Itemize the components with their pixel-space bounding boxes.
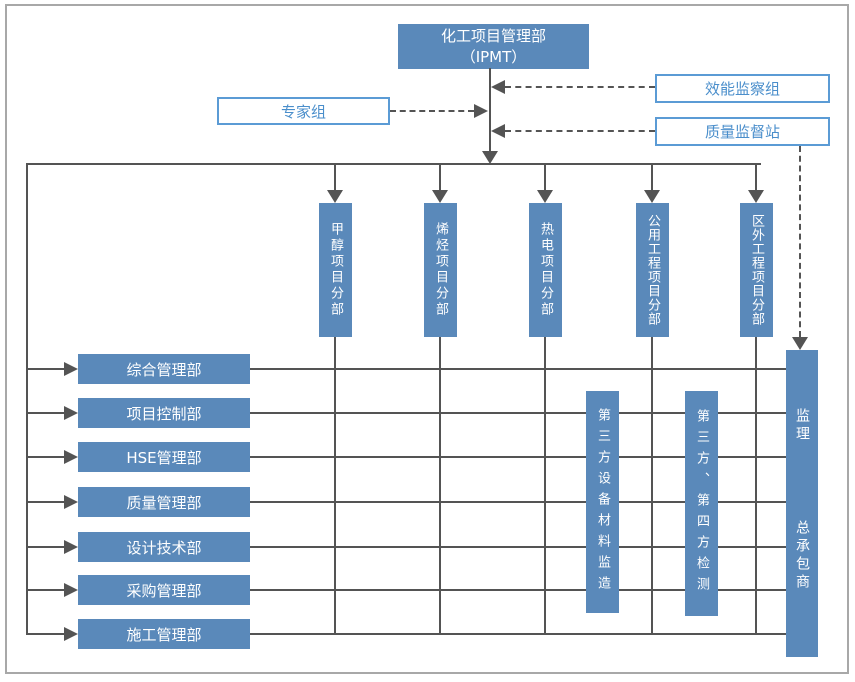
connector-left-spine — [26, 163, 28, 635]
quality-supervision-station-label: 质量监督站 — [704, 123, 780, 141]
dept-label: 综合管理部 — [126, 360, 202, 379]
node-expert-group: 专家组 — [217, 97, 390, 125]
connector-row-branch — [27, 368, 67, 370]
division-utilities-label: 公用工程项目分部 — [645, 214, 660, 326]
arrowhead-right-icon — [64, 583, 78, 597]
dept-label: 采购管理部 — [126, 581, 202, 600]
node-division-thermal-power: 热电项目分部 — [529, 203, 562, 337]
expert-group-label: 专家组 — [280, 102, 326, 121]
connector-row-branch — [27, 546, 67, 548]
node-dept-design-tech: 设计技术部 — [78, 532, 250, 562]
arrowhead-down-icon — [432, 190, 448, 203]
node-division-outside-area: 区外工程项目分部 — [740, 203, 773, 337]
arrowhead-right-icon — [64, 495, 78, 509]
connector-efficiency-dashed — [505, 86, 655, 88]
node-division-olefin: 烯烃项目分部 — [424, 203, 457, 337]
connector-row-rail — [250, 412, 787, 414]
connector-col-stem — [334, 337, 336, 635]
chart-border-frame — [5, 4, 849, 674]
arrowhead-left-icon — [491, 80, 505, 94]
arrowhead-right-icon — [64, 362, 78, 376]
connector-row-branch — [27, 501, 67, 503]
connector-col-drop — [755, 165, 757, 191]
connector-col-stem — [544, 337, 546, 635]
connector-row-branch — [27, 633, 67, 635]
connector-row-branch — [27, 456, 67, 458]
node-dept-hse: HSE管理部 — [78, 442, 250, 472]
arrowhead-down-icon — [748, 190, 764, 203]
dept-label: 项目控制部 — [126, 404, 202, 423]
third-party-equipment-label: 第三方设备材料监造 — [595, 407, 610, 597]
connector-col-stem — [651, 337, 653, 635]
arrowhead-down-icon — [644, 190, 660, 203]
node-quality-supervision-station: 质量监督站 — [655, 117, 830, 146]
dept-label: HSE管理部 — [126, 448, 202, 467]
connector-col-drop — [439, 165, 441, 191]
division-methanol-label: 甲醇项目分部 — [328, 222, 343, 318]
connector-col-drop — [651, 165, 653, 191]
connector-row-rail — [250, 456, 787, 458]
connector-row-branch — [27, 589, 67, 591]
arrowhead-right-icon — [64, 540, 78, 554]
node-division-utilities: 公用工程项目分部 — [636, 203, 669, 337]
division-outside-area-label: 区外工程项目分部 — [749, 214, 764, 326]
node-efficiency-supervision: 效能监察组 — [655, 74, 830, 103]
node-dept-quality: 质量管理部 — [78, 487, 250, 517]
division-thermal-power-label: 热电项目分部 — [538, 222, 553, 318]
dept-label: 质量管理部 — [126, 493, 202, 512]
connector-row-rail — [250, 368, 787, 370]
connector-row-rail — [250, 633, 787, 635]
arrowhead-down-icon — [327, 190, 343, 203]
division-olefin-label: 烯烃项目分部 — [433, 222, 448, 318]
arrowhead-down-icon — [482, 151, 498, 164]
node-dept-project-control: 项目控制部 — [78, 398, 250, 428]
arrowhead-right-icon — [64, 627, 78, 641]
connector-top-rail — [26, 163, 761, 165]
connector-row-branch — [27, 412, 67, 414]
connector-col-stem — [755, 337, 757, 635]
connector-quality-dashed — [505, 130, 655, 132]
connector-ipmt-drop — [489, 68, 491, 152]
supervision-label: 监理 — [794, 408, 810, 444]
arrowhead-right-icon — [64, 450, 78, 464]
arrowhead-right-icon — [64, 406, 78, 420]
connector-col-drop — [544, 165, 546, 191]
node-dept-general-management: 综合管理部 — [78, 354, 250, 384]
connector-row-rail — [250, 501, 787, 503]
arrowhead-down-icon — [792, 337, 808, 350]
node-dept-procurement: 采购管理部 — [78, 575, 250, 605]
general-contractor-label: 总承包商 — [794, 520, 810, 592]
connector-row-rail — [250, 589, 787, 591]
connector-row-rail — [250, 546, 787, 548]
third-fourth-party-label: 第三方、第四方检测 — [694, 409, 709, 598]
node-third-fourth-party-testing: 第三方、第四方检测 — [685, 391, 718, 616]
arrowhead-down-icon — [537, 190, 553, 203]
node-supervision-contractor: 监理 总承包商 — [786, 350, 818, 657]
connector-col-stem — [439, 337, 441, 635]
arrowhead-left-icon — [491, 124, 505, 138]
connector-col-drop — [334, 165, 336, 191]
connector-quality-to-contractor-dashed — [799, 146, 801, 337]
node-third-party-equipment-supervision: 第三方设备材料监造 — [586, 391, 619, 613]
dept-label: 施工管理部 — [126, 625, 202, 644]
connector-expert-dashed — [390, 110, 474, 112]
ipmt-title: 化工项目管理部 — [440, 26, 546, 45]
dept-label: 设计技术部 — [126, 538, 202, 557]
node-dept-construction: 施工管理部 — [78, 619, 250, 649]
node-division-methanol: 甲醇项目分部 — [319, 203, 352, 337]
ipmt-subtitle: （IPMT） — [460, 47, 527, 66]
node-ipmt: 化工项目管理部 （IPMT） — [398, 24, 589, 69]
efficiency-supervision-label: 效能监察组 — [704, 80, 780, 98]
arrowhead-right-icon — [474, 104, 488, 118]
